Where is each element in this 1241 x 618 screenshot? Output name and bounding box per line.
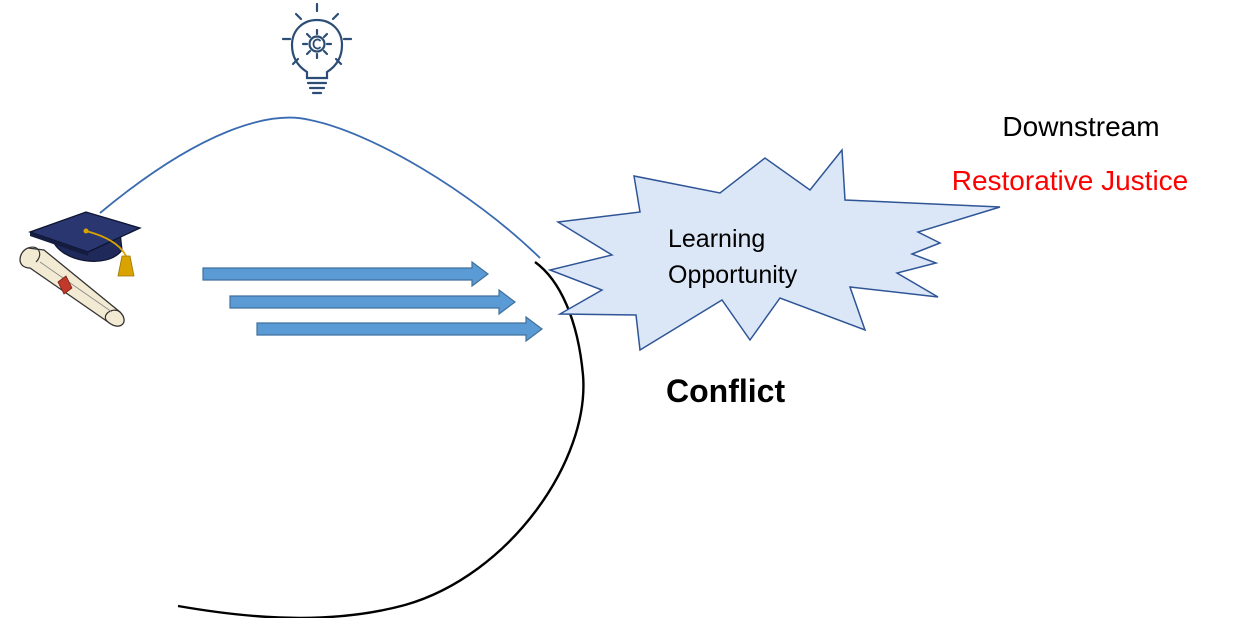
lower-loop-curve bbox=[177, 261, 585, 618]
conflict-label: Conflict bbox=[666, 373, 785, 409]
arrow-3 bbox=[256, 315, 543, 343]
upper-curve bbox=[99, 116, 541, 259]
learning-label: Learning bbox=[668, 225, 765, 253]
downstream-label: Downstream bbox=[1002, 111, 1159, 142]
arrow-2 bbox=[229, 288, 516, 316]
restorative-justice-label: Restorative Justice bbox=[952, 165, 1189, 196]
opportunity-label: Opportunity bbox=[668, 261, 798, 289]
learning-opportunity-burst bbox=[547, 148, 1001, 352]
lightbulb-gear-icon bbox=[281, 2, 353, 95]
graduation-cap-diploma-icon bbox=[19, 211, 142, 327]
arrow-1 bbox=[202, 260, 489, 288]
